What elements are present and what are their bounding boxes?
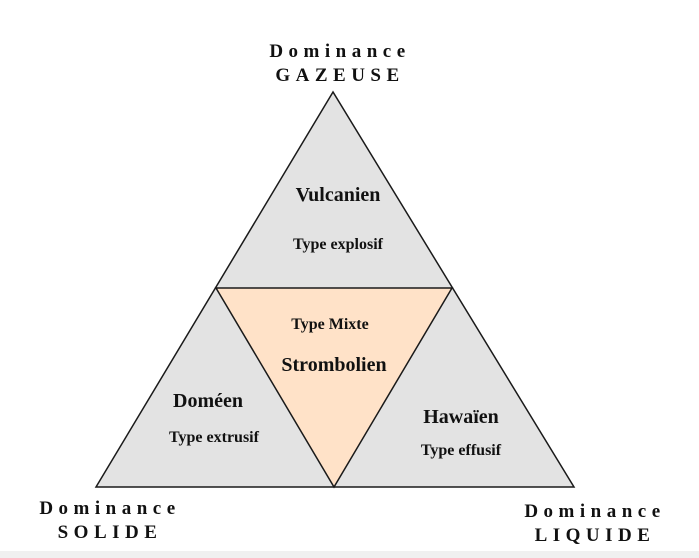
corner-top-line2: GAZEUSE (275, 65, 405, 86)
region-vulcanien-title: Vulcanien (295, 184, 381, 206)
corner-label-solide: Dominance SOLIDE (20, 497, 200, 545)
corner-label-gazeuse: Dominance GAZEUSE (250, 40, 430, 88)
region-domeen-title: Doméen (173, 390, 243, 412)
region-hawaien-subtitle: Type effusif (420, 442, 502, 459)
center-inverted-triangle (214, 287, 454, 489)
bottom-band (0, 551, 699, 558)
region-hawaien-title: Hawaïen (423, 406, 499, 428)
region-strombolien-title: Strombolien (281, 354, 387, 376)
corner-label-liquide: Dominance LIQUIDE (505, 500, 685, 548)
region-strombolien-subtitle: Type Mixte (291, 316, 369, 333)
corner-top-line1: Dominance (269, 41, 411, 62)
region-vulcanien-subtitle: Type explosif (293, 236, 383, 253)
corner-bottom-right-line2: LIQUIDE (534, 525, 656, 546)
corner-bottom-left-line1: Dominance (39, 498, 181, 519)
corner-bottom-right-line1: Dominance (524, 501, 666, 522)
corner-bottom-left-line2: SOLIDE (57, 522, 163, 543)
region-domeen-subtitle: Type extrusif (169, 429, 259, 446)
